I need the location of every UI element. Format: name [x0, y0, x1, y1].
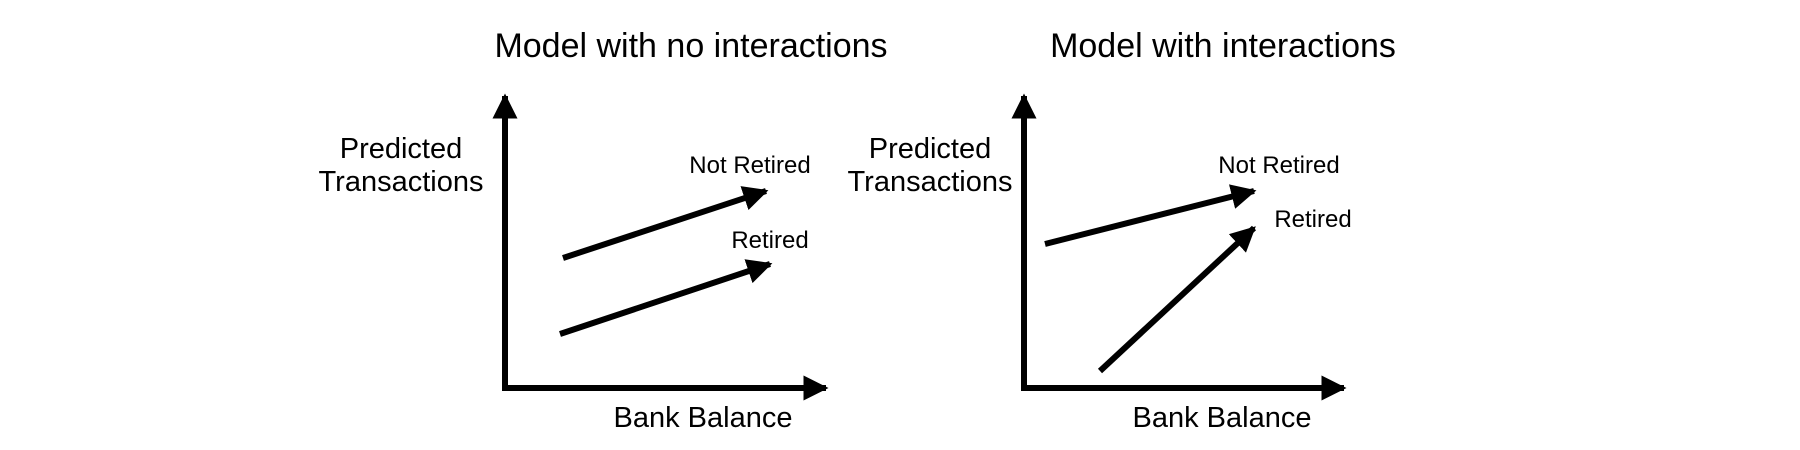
- x-axis-label: Bank Balance: [614, 402, 793, 434]
- panel-title: Model with interactions: [1050, 27, 1396, 65]
- line-not-retired: [562, 186, 769, 261]
- y-axis-label-line-1: Predicted: [869, 133, 992, 165]
- line-retired: [559, 259, 773, 337]
- line-retired: [1097, 225, 1257, 374]
- y-axis-label: Predicted Transactions: [848, 133, 1013, 198]
- x-axis-label: Bank Balance: [1133, 402, 1312, 434]
- panel-title: Model with no interactions: [494, 27, 887, 65]
- y-axis-label-line-2: Transactions: [319, 166, 484, 198]
- y-axis-label-line-2: Transactions: [848, 166, 1013, 198]
- line-not-retired: [1044, 184, 1257, 247]
- y-axis-label: Predicted Transactions: [319, 133, 484, 198]
- y-axis-label-line-1: Predicted: [340, 133, 463, 165]
- label-retired: Retired: [731, 227, 808, 254]
- label-not-retired: Not Retired: [1218, 152, 1339, 179]
- label-not-retired: Not Retired: [689, 152, 810, 179]
- panel-no-interactions: Model with no interactions Predicted Tra…: [319, 27, 888, 434]
- panel-with-interactions: Model with interactions Predicted Transa…: [848, 27, 1396, 434]
- label-retired: Retired: [1274, 206, 1351, 233]
